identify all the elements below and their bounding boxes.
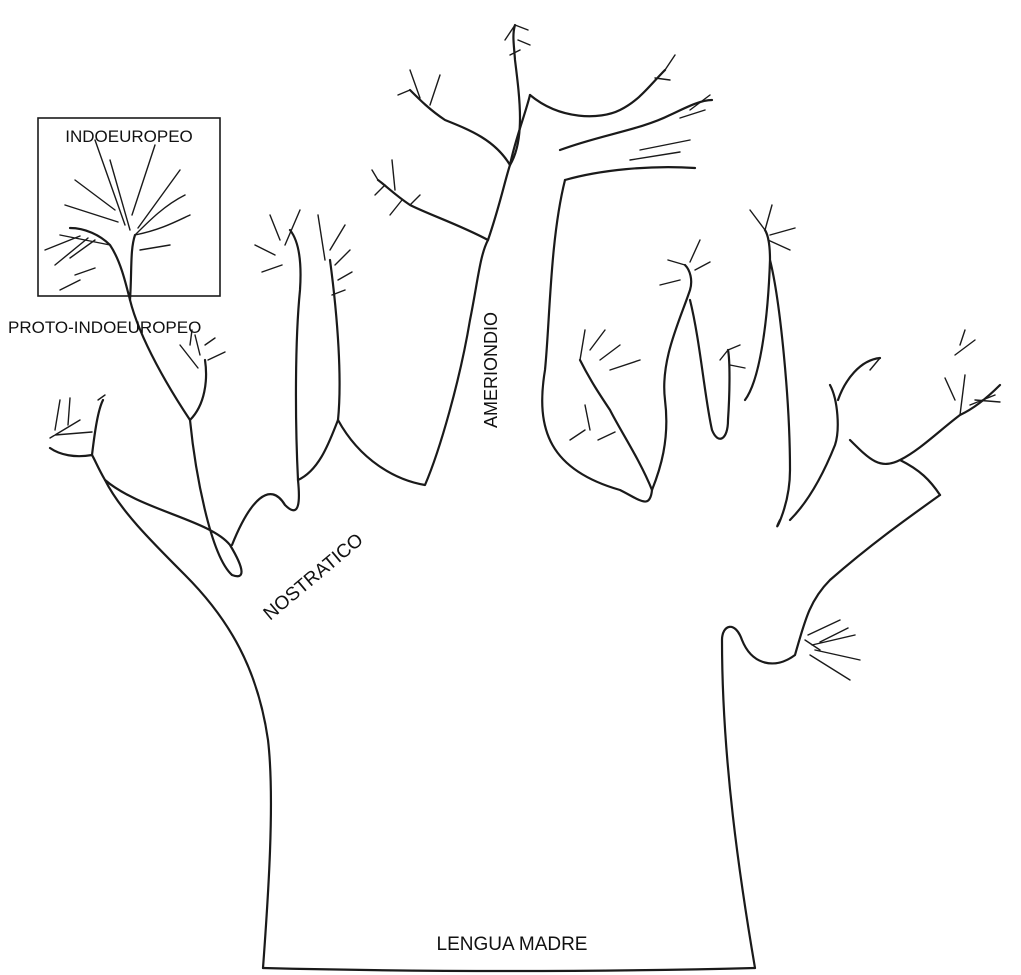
twigs-nostratic-1 — [255, 210, 300, 272]
label-nostratico: NOSTRATICO — [260, 530, 368, 625]
branch-nostratic-2 — [298, 260, 340, 480]
twigs-lower-right — [805, 620, 860, 680]
twigs-central-right — [570, 330, 640, 440]
branch-nostratic-3 — [338, 240, 488, 485]
trunk-left-outline — [92, 455, 271, 968]
label-indoeuropeo: INDOEUROPEO — [65, 127, 193, 146]
twigs-ameriondio-top — [398, 25, 530, 105]
branch-hand-3 — [745, 230, 790, 526]
twigs-far-left — [50, 395, 105, 438]
trunk-base-line — [263, 968, 755, 971]
branch-far-right — [790, 358, 1000, 520]
trunk-right-outline — [722, 495, 940, 968]
branch-nostratic-1 — [232, 230, 301, 545]
twigs-indoeuropeo — [45, 140, 190, 290]
twigs-hand-3 — [750, 205, 795, 250]
twigs-hand-2 — [720, 345, 745, 368]
twigs-ameriondio-right — [630, 55, 710, 160]
twigs-hand-1 — [660, 240, 710, 285]
label-lengua-madre: LENGUA MADRE — [437, 934, 588, 955]
branch-ameriondio-trunk — [378, 95, 530, 240]
branch-hand-1 — [652, 265, 691, 490]
branch-ameriondio-right — [530, 70, 712, 180]
label-proto-indoeuropeo: PROTO-INDOEUROPEO — [8, 318, 201, 337]
twigs-nostratic-2 — [318, 215, 352, 295]
branch-hand-2 — [690, 300, 730, 439]
label-ameriondio: AMERIONDIO — [481, 312, 501, 428]
branch-ameriondio-top — [410, 25, 520, 165]
